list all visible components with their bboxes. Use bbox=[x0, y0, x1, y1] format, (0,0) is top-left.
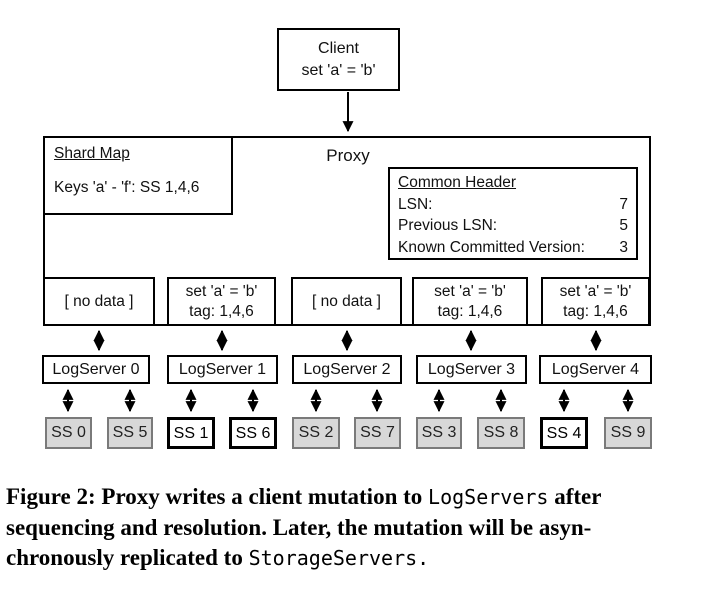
field-label: LSN: bbox=[398, 195, 433, 213]
mutation-slot-0: [ no data ] bbox=[43, 277, 155, 326]
mutation-tag: tag: 1,4,6 bbox=[189, 302, 254, 320]
caption-code-storageservers: StorageServers. bbox=[248, 546, 430, 570]
mutation-tag: tag: 1,4,6 bbox=[437, 302, 503, 320]
shard-map-mapping: Keys 'a' - 'f': SS 1,4,6 bbox=[54, 179, 200, 196]
caption-line-1: Figure 2: Proxy writes a client mutation… bbox=[6, 482, 718, 513]
logserver-0-box: LogServer 0 bbox=[42, 355, 150, 384]
mutation-line: [ no data ] bbox=[64, 292, 134, 310]
ss-1-box: SS 1 bbox=[167, 417, 215, 449]
ss-8-box: SS 8 bbox=[477, 417, 525, 449]
ss-0-box: SS 0 bbox=[45, 417, 92, 449]
common-header-row: LSN: 7 bbox=[398, 194, 628, 216]
client-mutation-text: set 'a' = 'b' bbox=[301, 61, 376, 79]
shard-map-box: Shard Map Keys 'a' - 'f': SS 1,4,6 bbox=[43, 136, 233, 215]
mutation-tag: tag: 1,4,6 bbox=[563, 302, 628, 320]
field-label: Previous LSN: bbox=[398, 217, 498, 234]
caption-text: chronously replicated to bbox=[6, 545, 249, 570]
ss-9-box: SS 9 bbox=[604, 417, 652, 449]
mutation-slot-2: [ no data ] bbox=[291, 277, 402, 326]
ss-2-box: SS 2 bbox=[292, 417, 340, 449]
ss-7-box: SS 7 bbox=[354, 417, 401, 449]
caption-code-logservers: LogServers bbox=[428, 485, 549, 509]
field-value: 3 bbox=[619, 238, 628, 256]
caption-text: Figure 2: Proxy writes a client mutation… bbox=[6, 484, 429, 509]
logserver-3-box: LogServer 3 bbox=[416, 355, 527, 384]
ss-4-box: SS 4 bbox=[540, 417, 588, 449]
field-label: Known Committed Version: bbox=[398, 238, 585, 256]
mutation-line: [ no data ] bbox=[312, 292, 381, 310]
common-header-title: Common Header bbox=[398, 174, 517, 191]
proxy-label: Proxy bbox=[326, 146, 370, 165]
field-value: 7 bbox=[619, 195, 628, 213]
common-header-box: Common Header LSN: 7 Previous LSN: 5 Kno… bbox=[388, 167, 638, 260]
ss-3-box: SS 3 bbox=[416, 417, 462, 449]
common-header-row: Previous LSN: 5 bbox=[398, 215, 628, 237]
client-label: Client bbox=[318, 39, 359, 57]
caption-text: after bbox=[548, 484, 602, 509]
caption-line-3: chronously replicated to StorageServers. bbox=[6, 543, 718, 574]
ss-5-box: SS 5 bbox=[107, 417, 153, 449]
ss-6-box: SS 6 bbox=[229, 417, 277, 449]
logserver-4-box: LogServer 4 bbox=[539, 355, 652, 384]
mutation-slot-3: set 'a' = 'b' tag: 1,4,6 bbox=[412, 277, 528, 326]
logserver-1-box: LogServer 1 bbox=[167, 355, 278, 384]
common-header-row: Known Committed Version: 3 bbox=[398, 237, 628, 259]
mutation-slot-4: set 'a' = 'b' tag: 1,4,6 bbox=[541, 277, 650, 326]
mutation-line: set 'a' = 'b' bbox=[434, 282, 506, 300]
logserver-2-box: LogServer 2 bbox=[292, 355, 402, 384]
mutation-line: set 'a' = 'b' bbox=[559, 282, 632, 300]
mutation-slot-1: set 'a' = 'b' tag: 1,4,6 bbox=[167, 277, 276, 326]
figure-caption: Figure 2: Proxy writes a client mutation… bbox=[6, 482, 718, 574]
client-box: Client set 'a' = 'b' bbox=[277, 28, 400, 91]
shard-map-title: Shard Map bbox=[54, 145, 130, 162]
field-value: 5 bbox=[619, 217, 628, 234]
caption-line-2: sequencing and resolution. Later, the mu… bbox=[6, 514, 592, 540]
mutation-line: set 'a' = 'b' bbox=[185, 282, 258, 300]
